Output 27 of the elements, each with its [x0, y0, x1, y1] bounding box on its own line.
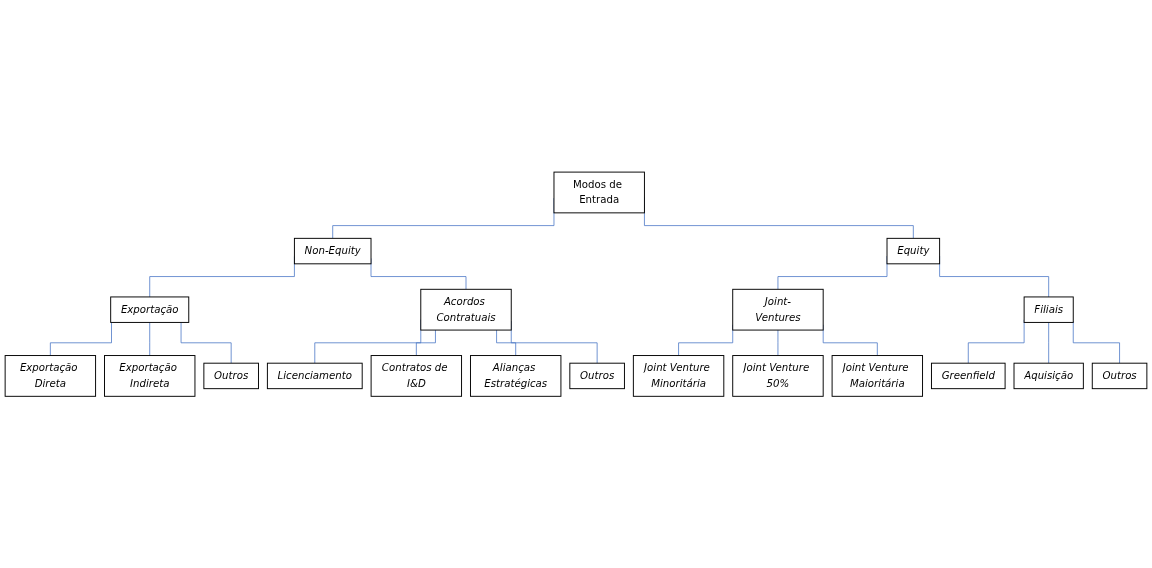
connector [777, 329, 779, 356]
connector [496, 329, 517, 356]
node-box: Exportação [110, 296, 190, 323]
node-box: Exportação Direta [4, 354, 97, 397]
node-box: Modos de Entrada [553, 171, 645, 214]
node-box: Contratos de I&D [370, 354, 463, 397]
node-box: Alianças Estratégicas [470, 354, 562, 397]
node-box: Greenfield [931, 362, 1006, 389]
connector [415, 329, 436, 356]
node-box: Joint Venture Minoritária [632, 354, 725, 397]
node-box: Equity [886, 237, 941, 265]
connector [1048, 321, 1050, 364]
node-box: Joint-Ventures [732, 288, 824, 331]
node-box: Filiais [1023, 296, 1074, 323]
node-box: Non-Equity [293, 237, 372, 265]
node-box: Joint Venture Maioritária [831, 354, 923, 397]
connector [149, 321, 151, 356]
node-box: Acordos Contratuais [420, 288, 512, 331]
node-box: Exportação Indireta [104, 354, 196, 397]
connector [50, 321, 112, 356]
node-box: Joint Venture 50% [732, 354, 824, 397]
node-box: Licenciamento [266, 362, 363, 389]
node-box: Aquisição [1013, 362, 1084, 389]
node-box: Outros [1091, 362, 1148, 389]
connector [180, 321, 232, 364]
node-box: Outros [569, 362, 625, 389]
node-box: Outros [203, 362, 259, 389]
